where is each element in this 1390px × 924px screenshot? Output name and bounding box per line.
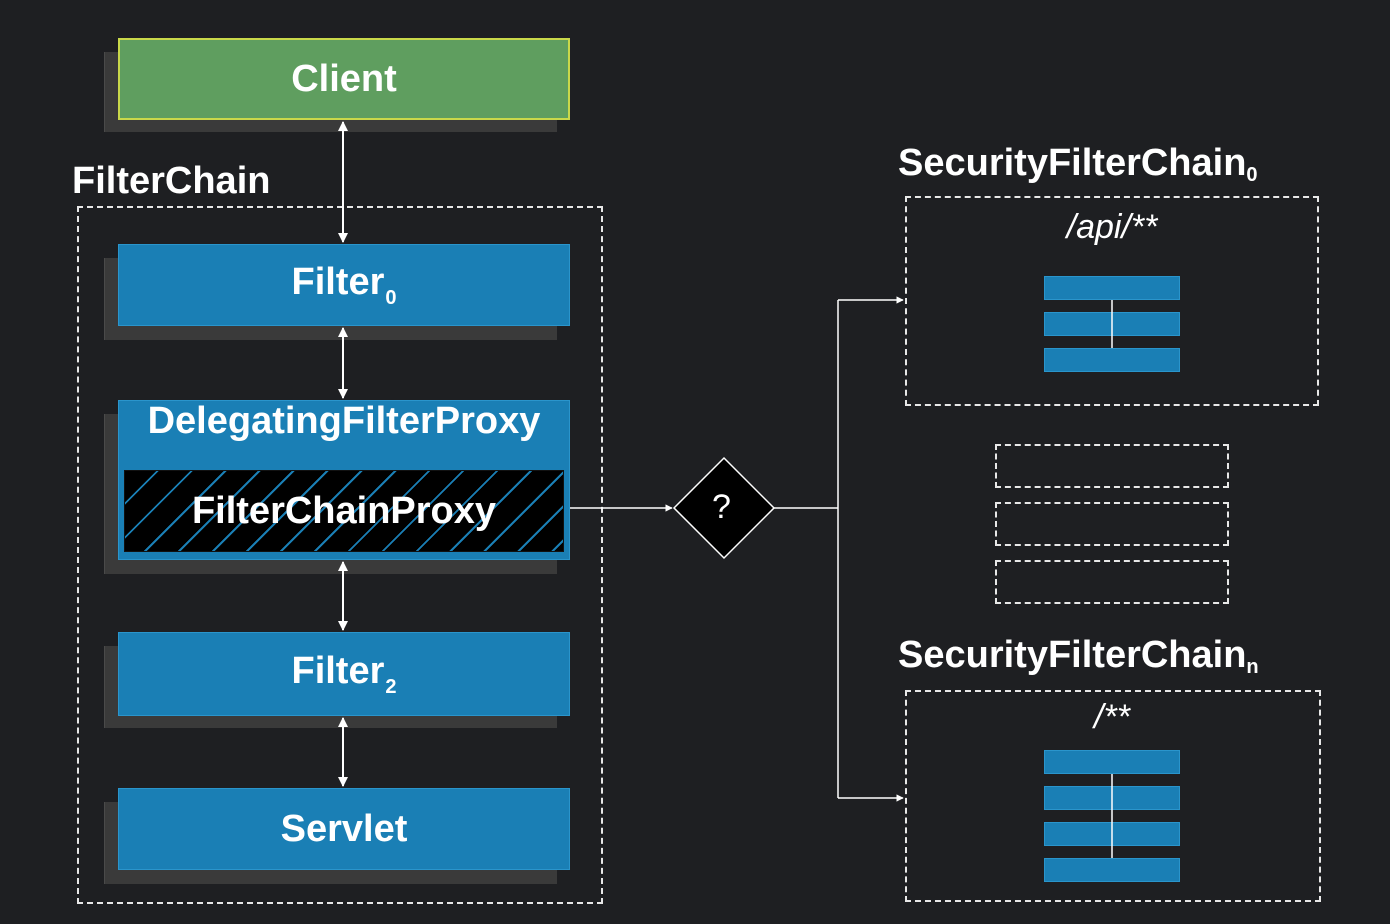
- filter0-box: Filter0: [118, 244, 570, 326]
- security-filter-chain-n-pattern: /**: [1094, 698, 1130, 736]
- security-filter-n-d: [1044, 858, 1180, 882]
- client-box: Client: [118, 38, 570, 120]
- filter-chain-proxy-box: FilterChainProxy: [124, 470, 564, 552]
- security-filter-chain-0-container: [905, 196, 1319, 406]
- filter2-label: Filter2: [291, 649, 397, 698]
- chain-placeholder-3: [995, 560, 1229, 604]
- filter2-box: Filter2: [118, 632, 570, 716]
- security-filter-chain-n-label: SecurityFilterChainn: [898, 634, 1259, 678]
- filter-chain-proxy-label: FilterChainProxy: [191, 489, 497, 532]
- filter0-label: Filter0: [291, 260, 397, 309]
- security-filter-n-a: [1044, 750, 1180, 774]
- chain-placeholder-1: [995, 444, 1229, 488]
- servlet-box: Servlet: [118, 788, 570, 870]
- chain-placeholder-2: [995, 502, 1229, 546]
- security-filter-chain-0-pattern: /api/**: [1066, 208, 1158, 246]
- security-filter-chain-n-container: [905, 690, 1321, 902]
- security-filter-chain-0-label: SecurityFilterChain0: [898, 142, 1258, 186]
- filter-chain-label: FilterChain: [72, 160, 271, 202]
- client-label: Client: [291, 57, 397, 100]
- delegating-filter-proxy-label: DelegatingFilterProxy: [147, 400, 541, 442]
- servlet-label: Servlet: [280, 807, 408, 850]
- security-filter-0-c: [1044, 348, 1180, 372]
- security-filter-0-a: [1044, 276, 1180, 300]
- decision-label: ?: [712, 488, 731, 526]
- decision-diamond: [672, 456, 776, 560]
